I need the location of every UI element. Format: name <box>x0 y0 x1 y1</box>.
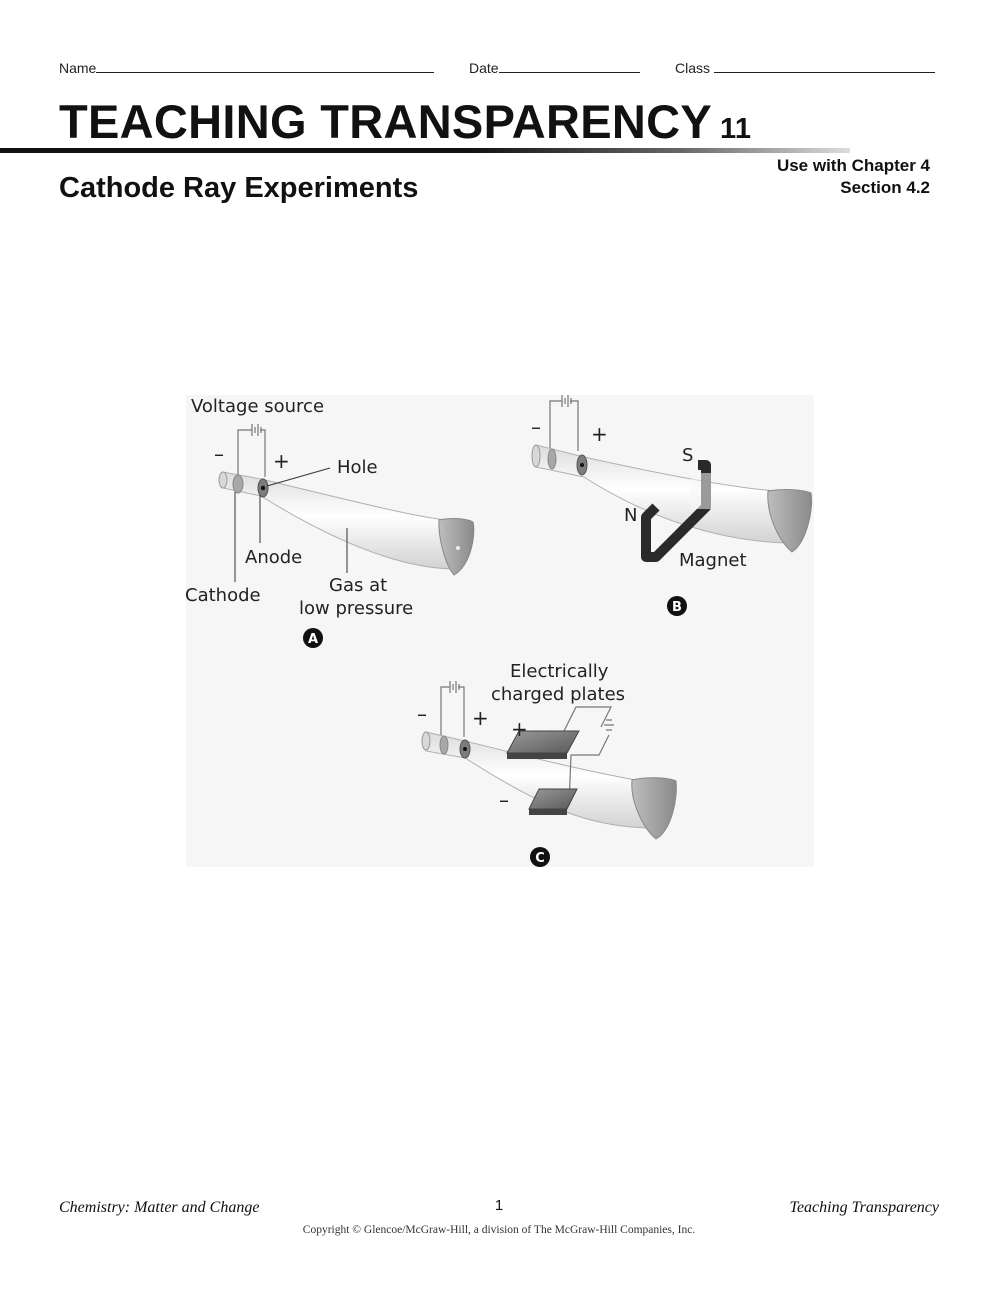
panel-b-minus: – <box>531 415 541 439</box>
hole-dot <box>260 485 266 491</box>
plates-label-line1: Electrically <box>510 661 609 682</box>
hole-label: Hole <box>337 457 378 478</box>
panel-c-plus: + <box>472 706 489 730</box>
name-field[interactable]: Name <box>59 58 435 76</box>
date-field[interactable]: Date <box>469 58 640 76</box>
positive-plate-edge <box>507 753 567 759</box>
section-line: Section 4.2 <box>840 178 930 197</box>
chapter-line: Use with Chapter 4 <box>776 156 930 175</box>
name-label: Name <box>59 60 97 76</box>
tube-a-cap <box>218 471 228 489</box>
cathode-ray-figure: Voltage source – + Hole Anode Cathode Ga… <box>186 395 814 867</box>
plate-plus-label: + <box>511 717 528 741</box>
gas-label-line1: Gas at <box>329 575 387 596</box>
name-blank[interactable] <box>96 58 435 73</box>
cathode-disk-c <box>439 735 449 755</box>
date-label: Date <box>469 60 499 76</box>
hole-dot-b <box>580 463 584 467</box>
badge-b <box>667 596 687 616</box>
gas-label-line2: low pressure <box>299 598 413 619</box>
badge-a <box>303 628 323 648</box>
plates-label-line2: charged plates <box>491 684 625 705</box>
tube-b-cap <box>531 444 541 468</box>
panel-c-minus: – <box>417 702 427 726</box>
plate-minus-label: – <box>499 788 509 812</box>
plate-wires <box>561 706 614 806</box>
screen-a-dot <box>456 546 460 550</box>
panel-c: Electrically charged plates – + + – C <box>417 661 677 867</box>
badge-c-text: C <box>535 851 545 866</box>
page-number: 1 <box>494 1197 504 1214</box>
class-field[interactable]: Class <box>675 58 936 76</box>
magnet <box>641 460 711 562</box>
page-subtitle: Cathode Ray Experiments <box>59 172 419 204</box>
chapter-reference: Use with Chapter 4 Section 4.2 <box>777 155 930 199</box>
page-title-text: TEACHING TRANSPARENCY <box>59 95 713 148</box>
cathode-disk-b <box>547 448 557 470</box>
anode-label: Anode <box>245 547 302 568</box>
title-rule <box>0 148 850 153</box>
panel-a-minus: – <box>214 442 224 466</box>
date-blank[interactable] <box>498 58 640 73</box>
footer-series-title: Teaching Transparency <box>789 1199 939 1216</box>
screen-a <box>438 518 475 576</box>
cathode-label: Cathode <box>186 585 261 606</box>
screen-b <box>767 489 813 553</box>
transparency-number: 11 <box>720 113 752 145</box>
magnet-label: Magnet <box>679 550 747 571</box>
cathode-disk <box>232 474 244 494</box>
class-blank[interactable] <box>714 58 936 73</box>
panel-b-plus: + <box>591 422 608 446</box>
badge-c <box>530 847 550 867</box>
magnet-overlap <box>691 473 711 509</box>
hole-leader <box>266 467 331 487</box>
screen-c <box>631 777 677 840</box>
figure-svg: Voltage source – + Hole Anode Cathode Ga… <box>186 395 813 867</box>
hole-dot-c <box>463 747 467 751</box>
tube-c-cap <box>421 731 431 751</box>
tube-b <box>535 444 787 544</box>
panel-a: Voltage source – + Hole Anode Cathode Ga… <box>186 396 475 648</box>
badge-a-text: A <box>308 632 318 647</box>
badge-b-text: B <box>672 600 682 615</box>
panel-a-plus: + <box>273 449 290 473</box>
battery-c <box>440 681 465 737</box>
magnet-n-label: N <box>624 505 637 526</box>
voltage-source-label: Voltage source <box>191 396 324 417</box>
copyright-notice: Copyright © Glencoe/McGraw-Hill, a divis… <box>302 1224 696 1236</box>
negative-plate-edge <box>529 809 567 815</box>
panel-b: – + S N Magnet B <box>531 395 813 616</box>
battery-b <box>549 395 579 451</box>
class-label: Class <box>675 60 711 76</box>
battery-a <box>237 424 266 477</box>
footer-book-title: Chemistry: Matter and Change <box>59 1199 260 1216</box>
magnet-s-label: S <box>682 445 693 466</box>
